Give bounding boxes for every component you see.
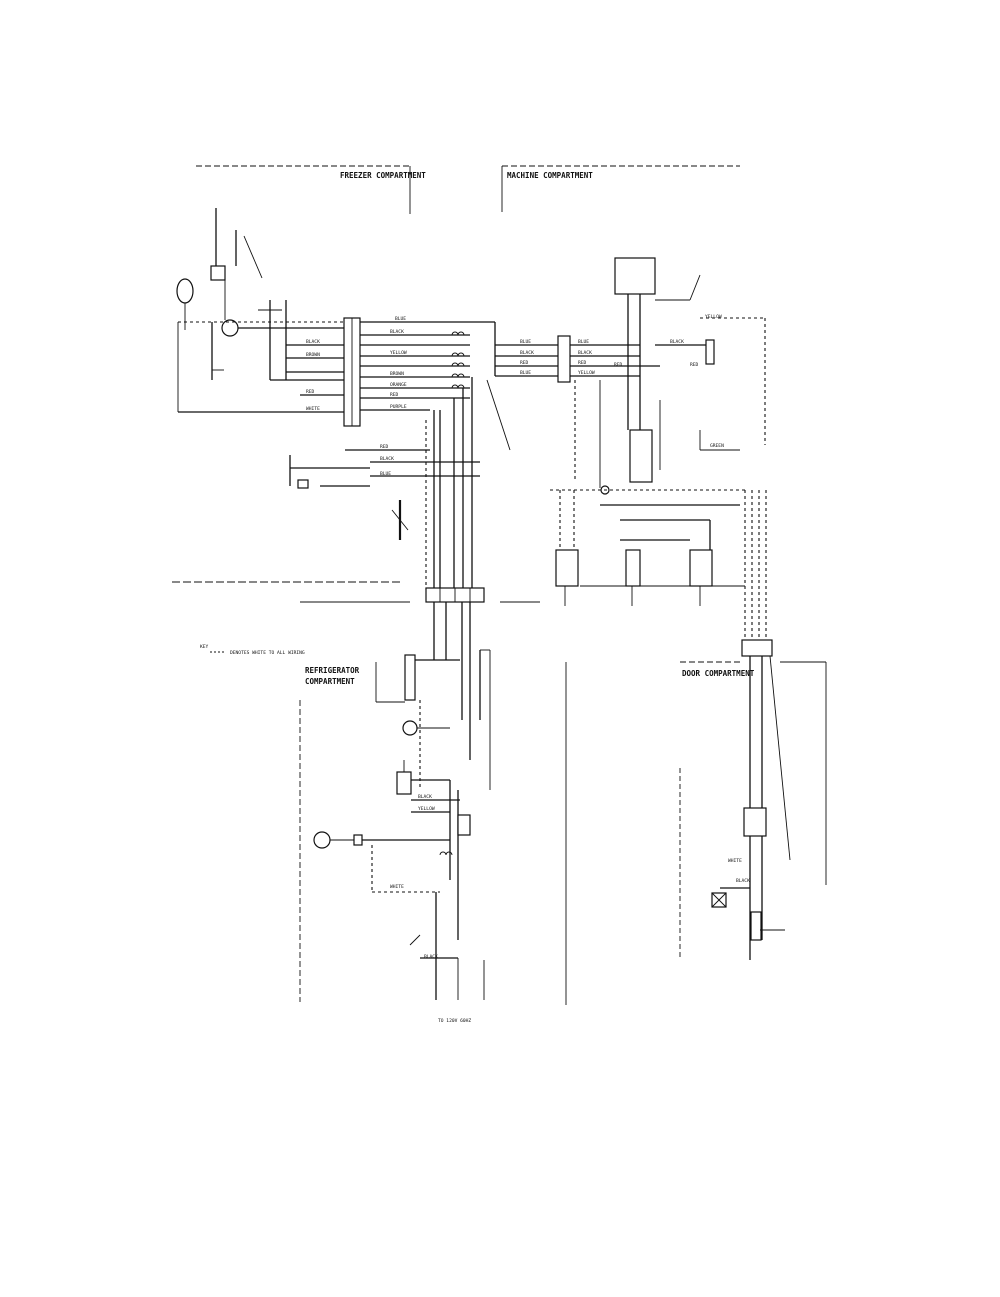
refrigerator-compartment-frame: REFRIGERATOR COMPARTMENT [299, 662, 567, 1005]
wire-label-white: WHITE [306, 406, 320, 412]
wire-label-yellow: YELLOW [578, 370, 595, 376]
wire-label-orange: ORANGE [390, 382, 407, 388]
refrigerator-wiring [313, 602, 491, 1000]
wire-label-black: BLACK [424, 954, 438, 960]
door-compartment-frame: DOOR COMPARTMENT [679, 639, 827, 960]
wire-label-black: BLACK [390, 329, 404, 335]
wire-label-red: RED [614, 362, 623, 368]
wire-label-black: BLACK [306, 339, 320, 345]
freezer-compartment-frame: FREEZER COMPARTMENT [196, 165, 426, 214]
freezer-fan [210, 208, 263, 320]
wire-label-blue: BLUE [578, 339, 589, 345]
power-cord-text: TO 120V 60HZ [438, 1018, 471, 1024]
vertical-trunk [425, 377, 473, 590]
wire-label-red: RED [390, 392, 399, 398]
machine-lower [550, 380, 767, 640]
wire-label-red: RED [306, 389, 315, 395]
power-cord-label: TO 120V 60HZ [438, 1018, 471, 1024]
wire-label-black: BLACK [578, 350, 592, 356]
wire-label-green: GREEN [710, 443, 724, 449]
wire-label-blue: BLUE [380, 471, 391, 477]
main-harness-connector [343, 317, 361, 427]
wire-label-yellow: YELLOW [390, 350, 407, 356]
evaporator-heater [289, 449, 480, 540]
harness-to-machine [360, 321, 560, 451]
refrigerator-compartment-label-1: REFRIGERATOR [305, 666, 360, 675]
machine-compartment-label: MACHINE COMPARTMENT [507, 171, 593, 180]
door-compartment-label: DOOR COMPARTMENT [682, 669, 755, 678]
wire-label-black: BLACK [520, 350, 534, 356]
defrost-heater-symbol [176, 278, 194, 330]
freezer-wiring [177, 300, 345, 413]
wire-label-yellow: YELLOW [418, 806, 435, 812]
legend-key: KEY [200, 644, 209, 650]
refrigerator-compartment-label-2: COMPARTMENT [305, 677, 355, 686]
wire-label-red: RED [690, 362, 699, 368]
machine-connector [557, 335, 571, 383]
machine-wiring [570, 257, 766, 483]
wire-label-brown: BROWN [390, 371, 404, 377]
door-wiring [711, 655, 791, 960]
wire-label-black: BLACK [736, 878, 750, 884]
wire-label-black: BLACK [670, 339, 684, 345]
wire-label-red: RED [578, 360, 587, 366]
legend: KEY DENOTES WHITE TO ALL WIRING [200, 644, 305, 656]
wire-label-blue: BLUE [520, 370, 531, 376]
wire-label-purple: PURPLE [390, 404, 407, 410]
wire-label-red: RED [520, 360, 529, 366]
wire-label-white: WHITE [728, 858, 742, 864]
legend-text: DENOTES WHITE TO ALL WIRING [230, 650, 305, 656]
wire-label-red: RED [380, 444, 389, 450]
wire-label-black: BLACK [418, 794, 432, 800]
defrost-thermostat [178, 319, 345, 380]
wire-label-blue: BLUE [520, 339, 531, 345]
wire-label-blue: BLUE [395, 316, 406, 322]
machine-compartment-frame: MACHINE COMPARTMENT [501, 165, 740, 212]
lower-connector [425, 587, 485, 603]
wire-label-brown: BROWN [306, 352, 320, 358]
freezer-compartment-label: FREEZER COMPARTMENT [340, 171, 426, 180]
section-divider [172, 581, 745, 603]
wire-label-white: WHITE [390, 884, 404, 890]
wire-label-black: BLACK [380, 456, 394, 462]
wire-label-yellow: YELLOW [705, 314, 722, 320]
